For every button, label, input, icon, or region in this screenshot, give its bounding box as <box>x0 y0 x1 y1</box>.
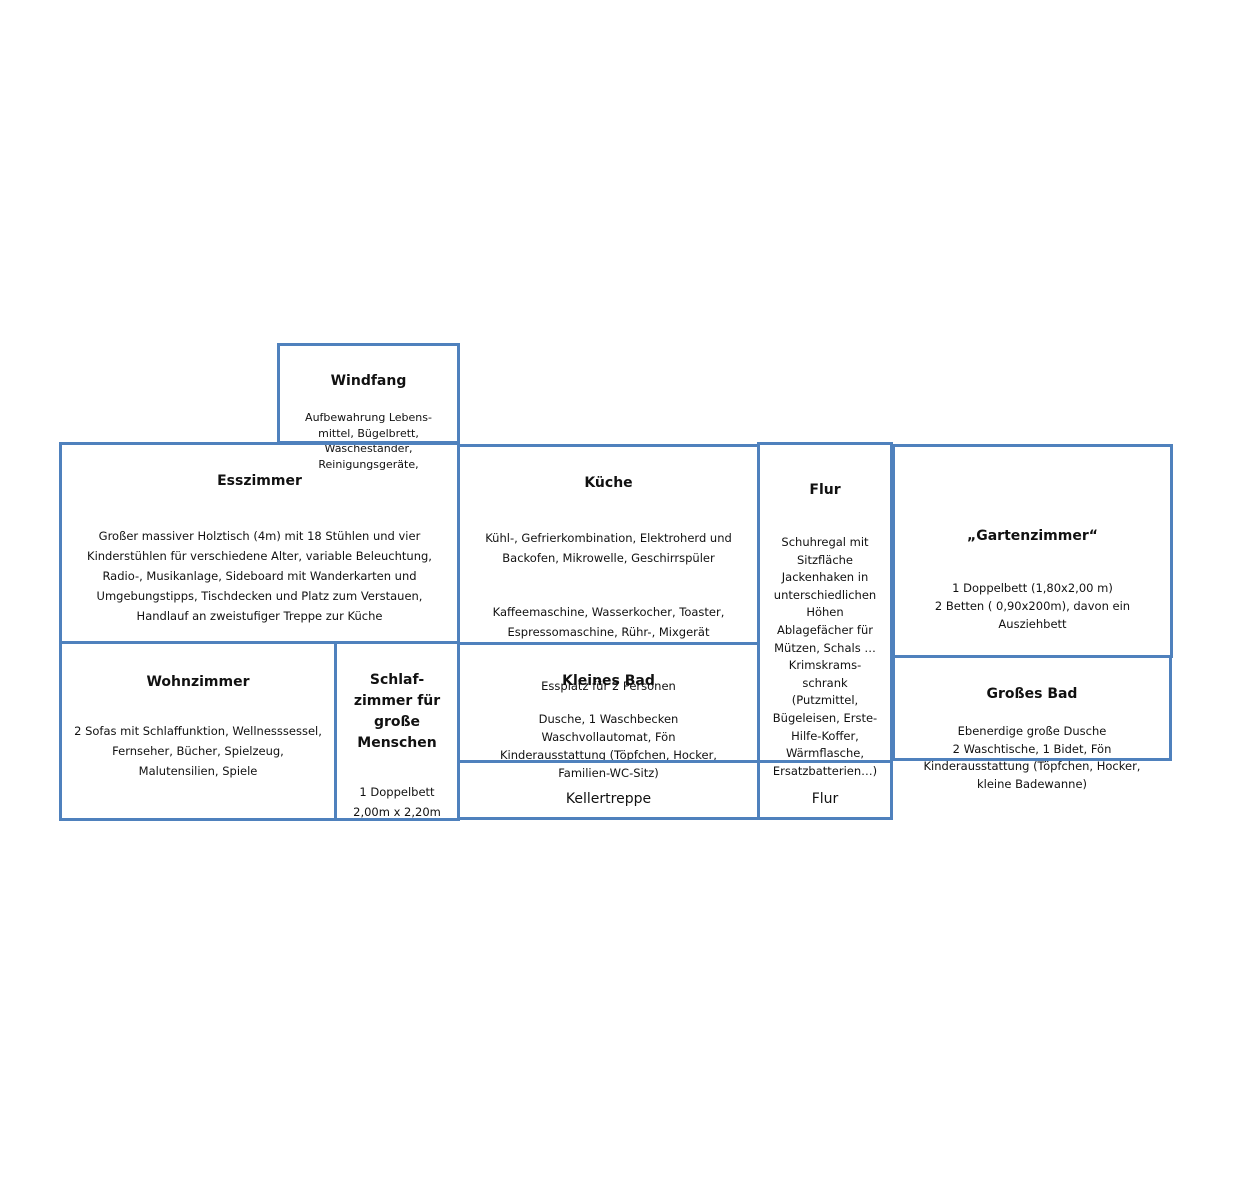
room-description: 1 Doppelbett (1,80x2,00 m) 2 Betten ( 0,… <box>934 581 1131 631</box>
room-title: Kleines Bad <box>562 673 655 689</box>
room-description: Essplatz für 2 Personen <box>541 679 676 693</box>
room-schlafzimmer: Schlaf- zimmer für große Menschen 1 Dopp… <box>334 641 460 821</box>
room-title: „Gartenzimmer“ <box>967 528 1098 544</box>
room-grosses-bad: Großes Bad Ebenerdige große Dusche 2 Was… <box>892 655 1172 791</box>
room-description: Großer massiver Holztisch (4m) mit 18 St… <box>87 529 432 623</box>
room-description: Kühl-, Gefrierkombination, Elektroherd u… <box>485 531 732 565</box>
room-title: Wohnzimmer <box>146 674 250 690</box>
room-title: Flur <box>811 791 839 807</box>
room-description: Aufbewahrung Lebens- mittel, Bügelbrett,… <box>305 411 432 471</box>
room-description: Schuhregal mit Sitzfläche Jackenhaken in… <box>772 535 878 778</box>
room-kueche: Küche Kühl-, Gefrierkombination, Elektro… <box>457 444 760 693</box>
room-esszimmer: Esszimmer Großer massiver Holztisch (4m)… <box>59 442 460 644</box>
room-title: Küche <box>584 475 633 491</box>
room-kleines-bad: Kleines Bad Dusche, 1 Waschbecken Waschv… <box>457 642 760 780</box>
room-description: Ebenerdige große Dusche 2 Waschtische, 1… <box>923 724 1141 791</box>
room-title: Großes Bad <box>986 686 1078 702</box>
room-flur: Flur Schuhregal mit Sitzfläche Jackenhak… <box>757 442 893 778</box>
room-description: 2 Sofas mit Schlaffunktion, Wellnesssess… <box>74 724 322 778</box>
room-title: Esszimmer <box>217 473 302 489</box>
room-kellertreppe: Kellertreppe <box>457 760 760 820</box>
room-description: 1 Doppelbett 2,00m x 2,20m <box>353 785 441 819</box>
room-title: Schlaf- zimmer für große Menschen <box>353 672 441 751</box>
room-title: Kellertreppe <box>565 791 652 807</box>
room-title: Flur <box>809 482 841 498</box>
room-gartenzimmer: „Gartenzimmer“ 1 Doppelbett (1,80x2,00 m… <box>892 444 1173 658</box>
room-windfang: Windfang Aufbewahrung Lebens- mittel, Bü… <box>277 343 460 471</box>
room-wohnzimmer: Wohnzimmer 2 Sofas mit Schlaffunktion, W… <box>59 641 337 821</box>
room-description: Kaffeemaschine, Wasserkocher, Toaster, E… <box>492 605 725 639</box>
room-title: Windfang <box>330 373 407 389</box>
room-flur-lower: Flur <box>757 760 893 820</box>
room-description: Dusche, 1 Waschbecken Waschvollautomat, … <box>500 712 717 780</box>
